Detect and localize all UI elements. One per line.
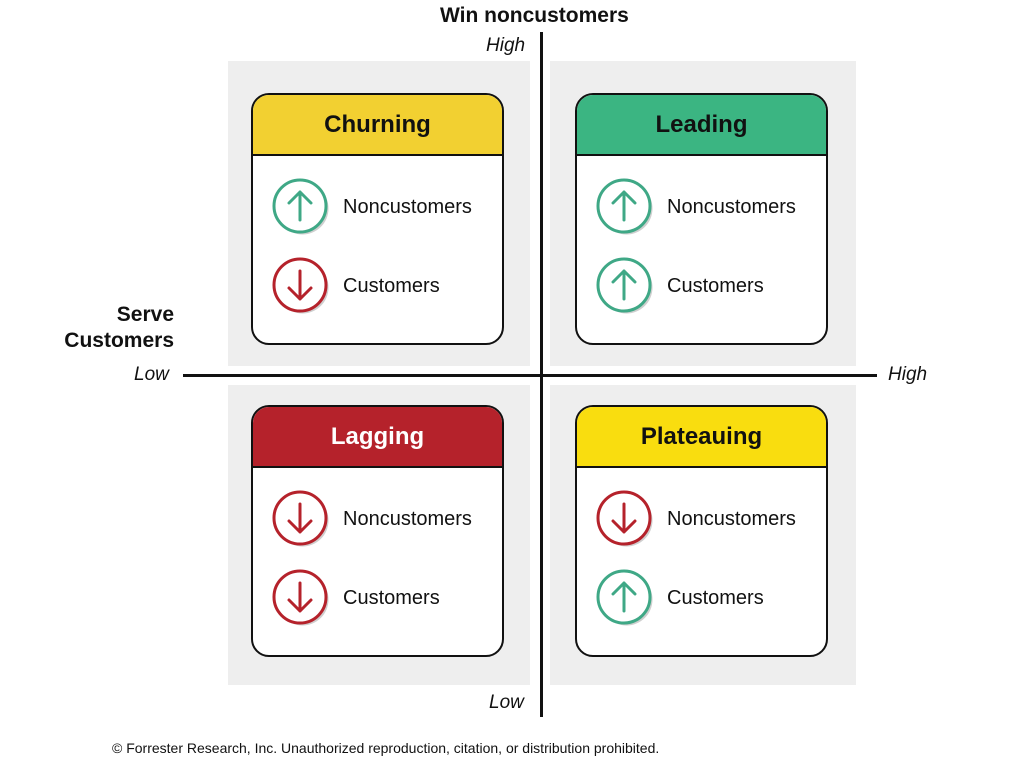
horizontal-axis-line — [183, 374, 877, 377]
row-label: Customers — [343, 274, 440, 297]
card-row: Noncustomers — [595, 489, 796, 549]
arrow-up-icon — [271, 177, 331, 237]
quadrant-card-plateauing: Plateauing Noncustomers Customers — [575, 405, 828, 657]
card-header-plateauing: Plateauing — [577, 407, 826, 468]
row-label: Noncustomers — [343, 507, 472, 530]
card-row: Customers — [271, 568, 440, 628]
y-axis-title: Win noncustomers — [440, 4, 629, 27]
y-axis-low-label: Low — [489, 692, 524, 713]
card-row: Customers — [595, 568, 764, 628]
arrow-down-icon — [271, 256, 331, 316]
card-row: Customers — [595, 256, 764, 316]
y-axis-high-label: High — [486, 35, 526, 56]
card-header-leading: Leading — [577, 95, 826, 156]
row-label: Noncustomers — [667, 507, 796, 530]
arrow-down-icon — [271, 568, 331, 628]
row-label: Noncustomers — [667, 195, 796, 218]
arrow-up-icon — [595, 177, 655, 237]
quadrant-card-leading: Leading Noncustomers Customers — [575, 93, 828, 345]
card-row: Noncustomers — [271, 489, 472, 549]
copyright-footer: © Forrester Research, Inc. Unauthorized … — [112, 740, 660, 756]
card-row: Noncustomers — [271, 177, 472, 237]
arrow-down-icon — [595, 489, 655, 549]
card-row: Noncustomers — [595, 177, 796, 237]
card-row: Customers — [271, 256, 440, 316]
x-axis-title: Serve Customers — [64, 303, 174, 352]
row-label: Customers — [667, 274, 764, 297]
x-axis-high-label: High — [888, 364, 928, 385]
card-header-churning: Churning — [253, 95, 502, 156]
row-label: Noncustomers — [343, 195, 472, 218]
card-header-lagging: Lagging — [253, 407, 502, 468]
quadrant-card-lagging: Lagging Noncustomers Customers — [251, 405, 504, 657]
arrow-up-icon — [595, 256, 655, 316]
quadrant-card-churning: Churning Noncustomers Customers — [251, 93, 504, 345]
row-label: Customers — [343, 586, 440, 609]
arrow-down-icon — [271, 489, 331, 549]
row-label: Customers — [667, 586, 764, 609]
x-axis-low-label: Low — [134, 364, 169, 385]
arrow-up-icon — [595, 568, 655, 628]
